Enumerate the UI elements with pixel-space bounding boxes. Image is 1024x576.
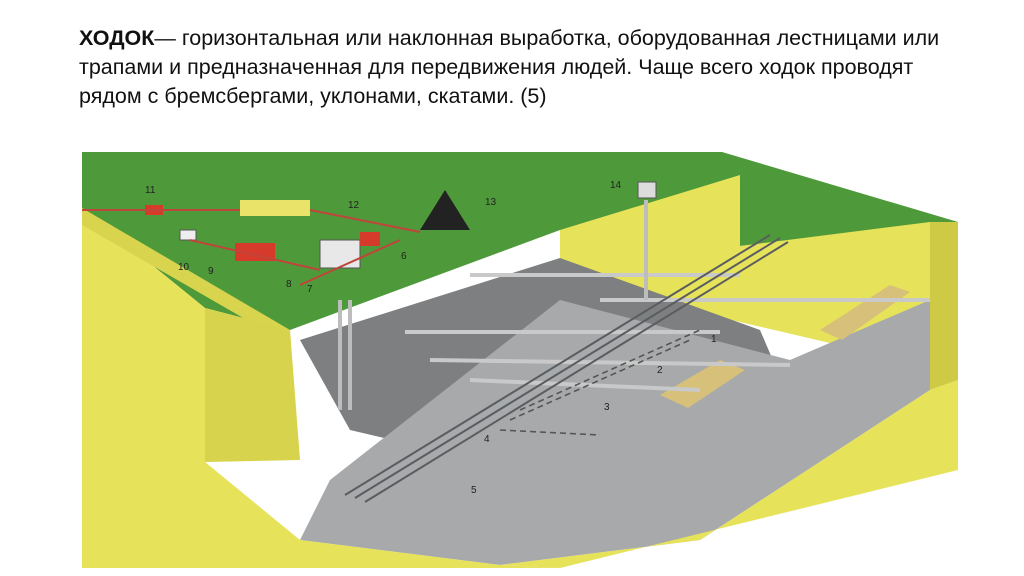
rock-right-face (930, 222, 958, 390)
label-9: 9 (208, 266, 214, 277)
shaft-chamber (205, 308, 300, 462)
diagram-labels: 1 2 3 4 5 6 7 8 9 10 11 12 13 14 (145, 180, 717, 496)
bottom-front (205, 462, 560, 568)
warehouse (240, 200, 310, 216)
rock-front-face (82, 208, 205, 568)
slope-face (500, 380, 958, 568)
label-4: 4 (484, 434, 490, 445)
label-1: 1 (711, 334, 717, 345)
label-12: 12 (348, 200, 360, 211)
label-5: 5 (471, 485, 477, 496)
label-3: 3 (604, 402, 610, 413)
ventilation-fan-14 (637, 181, 657, 199)
rock-front-edge (82, 208, 290, 345)
waste-heap-13 (420, 190, 470, 230)
main-drifts (405, 273, 930, 392)
definition-body: — горизонтальная или наклонная выработка… (79, 26, 940, 108)
building-10 (179, 229, 197, 241)
label-6: 6 (401, 251, 407, 262)
definition-term: ХОДОК (79, 26, 155, 50)
vertical-shafts (338, 200, 648, 410)
label-11: 11 (145, 185, 156, 196)
rubble-strip-1 (660, 360, 745, 408)
label-10: 10 (178, 262, 190, 273)
definition-text: ХОДОК— горизонтальная или наклонная выра… (79, 24, 979, 111)
bremsberg-and-hodok (344, 234, 789, 503)
building-7 (319, 239, 361, 269)
surface-roads (82, 209, 421, 286)
dashed-workings (499, 329, 701, 436)
mine-cross-section-diagram: 1 2 3 4 5 6 7 8 9 10 11 12 13 14 (82, 152, 958, 568)
label-8: 8 (286, 279, 292, 290)
label-14: 14 (610, 180, 622, 191)
label-2: 2 (657, 365, 663, 376)
label-7: 7 (307, 284, 313, 295)
label-13: 13 (485, 197, 497, 208)
building-6 (360, 232, 380, 246)
